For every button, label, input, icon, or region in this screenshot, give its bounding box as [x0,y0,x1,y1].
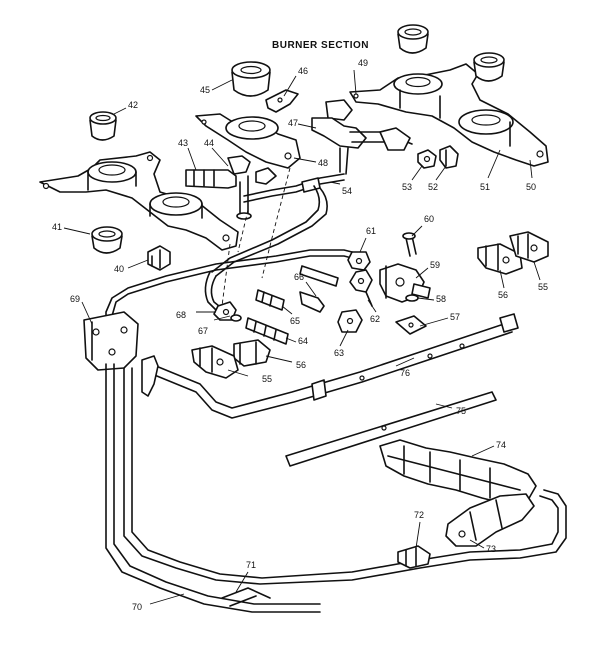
callout-45: 45 [200,85,210,95]
dashed-center-lines [221,167,291,307]
tube-66 [299,265,339,313]
callout-55-left: 55 [262,374,272,384]
burner-bracket-left [39,151,239,251]
callout-76: 76 [400,368,410,378]
bracket-40 [147,245,171,271]
callout-57: 57 [450,312,460,322]
callout-66: 66 [294,272,304,282]
burner-body-center [195,113,301,169]
callout-49: 49 [358,58,368,68]
fitting-67-68 [213,301,242,322]
callout-64: 64 [298,336,308,346]
callout-40: 40 [114,264,124,274]
spud-64 [245,317,289,345]
callout-68: 68 [176,310,186,320]
callout-74: 74 [496,440,506,450]
manifold-tube-54 [211,173,345,277]
burner-cap-42 [89,111,117,141]
callout-41: 41 [52,222,62,232]
valve-55-left [191,345,239,379]
washer-58 [405,294,419,302]
line-71-bracket [221,587,271,607]
nut-53 [417,149,437,169]
callout-70: 70 [132,602,142,612]
callout-61: 61 [366,226,376,236]
valve-56-left [233,339,271,367]
valve-63 [337,309,363,333]
callout-labels: 42 41 40 45 46 43 44 48 49 47 50 51 52 5… [52,58,548,612]
main-gas-lines [105,249,361,325]
valve-assembly-47 [311,99,413,175]
callout-53: 53 [402,182,412,192]
callout-54: 54 [342,186,352,196]
callout-44: 44 [204,138,214,148]
callout-62: 62 [370,314,380,324]
bracket-69 [83,311,139,371]
valve-56-right [477,243,523,275]
screw-60 [402,232,417,257]
callout-42: 42 [128,100,138,110]
callout-46: 46 [298,66,308,76]
callout-56-right: 56 [498,290,508,300]
fitting-72 [397,545,431,569]
burner-tube-73 [445,493,535,547]
fitting-61 [347,251,371,271]
callout-72: 72 [414,510,424,520]
callout-56-left: 56 [296,360,306,370]
spud-65 [255,289,285,311]
callout-60: 60 [424,214,434,224]
valve-59 [379,263,431,303]
callout-67: 67 [198,326,208,336]
leader-lines [63,69,541,605]
valve-62 [349,269,373,307]
fitting-52 [439,145,459,169]
callout-51: 51 [480,182,490,192]
burner-cap-top-right [397,24,505,82]
callout-63: 63 [334,348,344,358]
callout-50: 50 [526,182,536,192]
callout-69: 69 [70,294,80,304]
bracket-46 [265,89,299,113]
callout-71: 71 [246,560,256,570]
callout-55-right: 55 [538,282,548,292]
burner-cap-41 [91,226,123,254]
callout-48: 48 [318,158,328,168]
callout-75: 75 [456,406,466,416]
callout-47: 47 [288,118,298,128]
callout-43: 43 [178,138,188,148]
burner-cap-45 [231,61,271,97]
manifold-rail-76 [141,313,519,419]
diagram-title: BURNER SECTION [272,40,369,51]
oven-burner-74 [379,439,537,505]
callout-52: 52 [428,182,438,192]
callout-58: 58 [436,294,446,304]
rod-75 [285,391,497,467]
burner-bracket-right [349,63,549,167]
bracket-57 [395,315,427,335]
callout-59: 59 [430,260,440,270]
callout-73: 73 [486,544,496,554]
callout-65: 65 [290,316,300,326]
valve-55-right [509,231,549,263]
